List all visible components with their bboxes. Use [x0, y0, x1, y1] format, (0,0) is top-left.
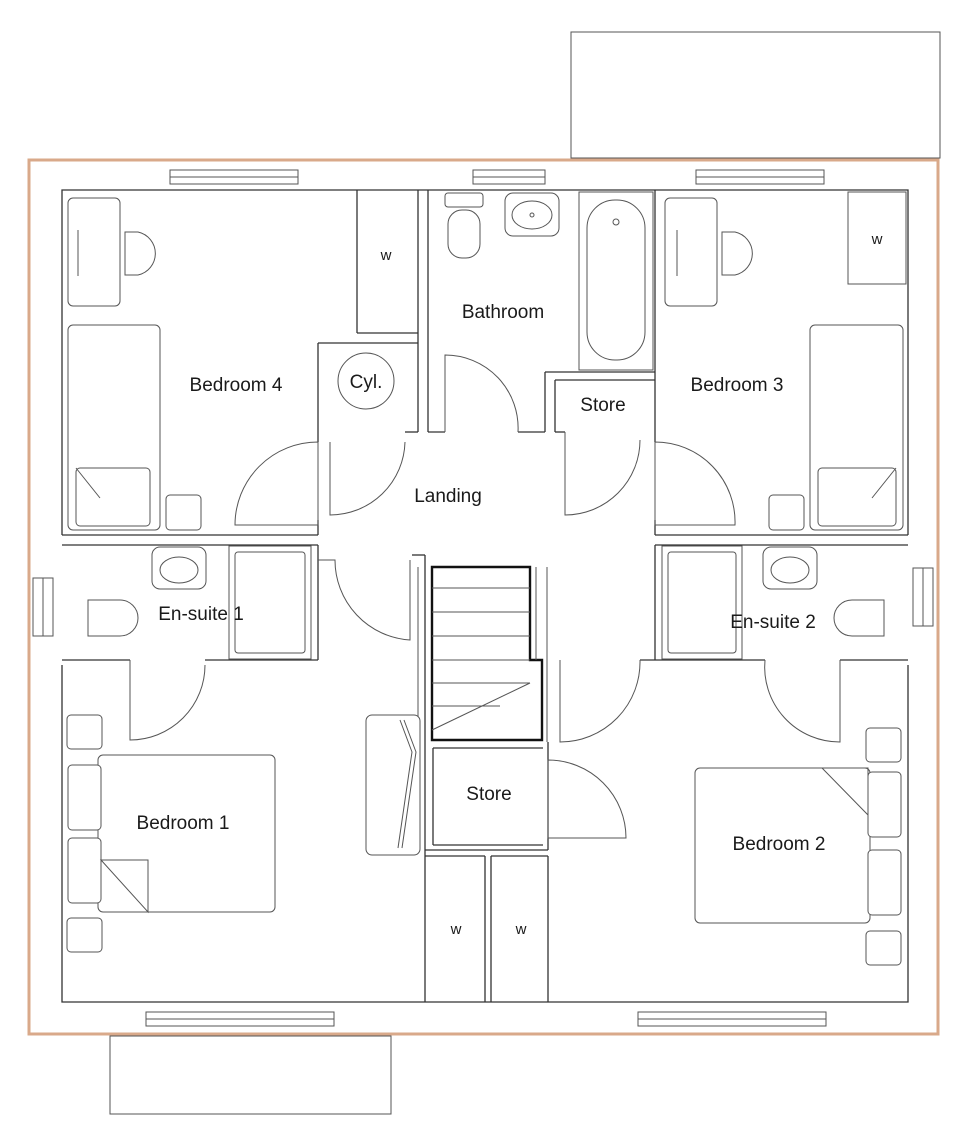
- door-store-lower: [547, 759, 627, 839]
- bedside-bedroom-2-bottom: [865, 930, 902, 966]
- adjacent-structure-top: [570, 31, 941, 159]
- bedside-bedroom-1-bottom: [66, 917, 103, 953]
- bed-bedroom-1: [97, 754, 276, 913]
- door-bedroom-2: [764, 659, 841, 743]
- ensuite-fixtures: [87, 545, 885, 660]
- label-bedroom-4: Bedroom 4: [190, 375, 283, 396]
- door-bedroom-4: [234, 441, 319, 526]
- desk-bedroom-3: [664, 197, 718, 307]
- bathroom-fixtures: [337, 191, 654, 410]
- label-bedroom-3: Bedroom 3: [691, 375, 784, 396]
- door-ensuite-1: [318, 559, 411, 641]
- door-store-upper: [564, 432, 641, 516]
- toilet-cistern-bathroom: [444, 192, 484, 208]
- bedroom-1-furniture: [66, 714, 421, 953]
- basin-ensuite-1: [151, 546, 207, 590]
- label-cylinder: Cyl.: [350, 372, 383, 393]
- cylinder-tank: [337, 352, 395, 410]
- label-wardrobe-bed2: w: [515, 921, 527, 938]
- basin-bathroom: [504, 192, 560, 237]
- bedside-bedroom-2-top: [865, 727, 902, 763]
- bedside-bedroom-3: [768, 494, 805, 531]
- wardrobe-bedroom-1-hall: [365, 714, 421, 856]
- toilet-ensuite-2: [833, 599, 885, 637]
- external-outline: [27, 158, 940, 1036]
- bedroom-2-furniture: [694, 727, 902, 966]
- label-bedroom-1: Bedroom 1: [137, 813, 230, 834]
- door-bedroom-1: [129, 660, 206, 741]
- label-store-upper: Store: [580, 395, 625, 416]
- bedroom-4-furniture: [67, 197, 202, 531]
- label-ensuite-1: En-suite 1: [158, 604, 244, 625]
- bed-bedroom-2: [694, 767, 871, 924]
- bedside-bedroom-1-top: [66, 714, 103, 750]
- wardrobe-bedroom-3-box: [847, 191, 907, 285]
- toilet-bowl-bathroom: [447, 209, 481, 259]
- room-labels: Bedroom 4 Bathroom Bedroom 3 Cyl. Store …: [137, 231, 883, 938]
- chair-bedroom-4: [124, 231, 156, 276]
- internal-walls: [61, 189, 909, 1003]
- label-ensuite-2: En-suite 2: [730, 612, 816, 633]
- label-wardrobe-bed4: w: [380, 247, 392, 264]
- bath-inner: [586, 199, 646, 361]
- adjacent-structure-bottom: [109, 1035, 392, 1115]
- windows: [32, 169, 934, 1027]
- door-cylinder: [329, 441, 406, 516]
- bedroom-3-furniture: [664, 191, 907, 531]
- doors: [129, 354, 841, 839]
- toilet-ensuite-1: [87, 599, 139, 637]
- bedside-bedroom-4: [165, 494, 202, 531]
- label-store-lower: Store: [466, 784, 511, 805]
- basin-ensuite-2: [762, 546, 818, 590]
- label-wardrobe-bed3: w: [871, 231, 883, 248]
- label-wardrobe-bed1: w: [450, 921, 462, 938]
- label-landing: Landing: [414, 486, 482, 507]
- label-bathroom: Bathroom: [462, 302, 544, 323]
- staircase: [417, 565, 548, 742]
- chair-bedroom-3: [721, 231, 753, 276]
- door-bedroom-3: [654, 441, 736, 526]
- desk-bedroom-4: [67, 197, 121, 307]
- door-bathroom: [444, 354, 519, 433]
- label-bedroom-2: Bedroom 2: [733, 834, 826, 855]
- door-ensuite-2: [559, 659, 641, 743]
